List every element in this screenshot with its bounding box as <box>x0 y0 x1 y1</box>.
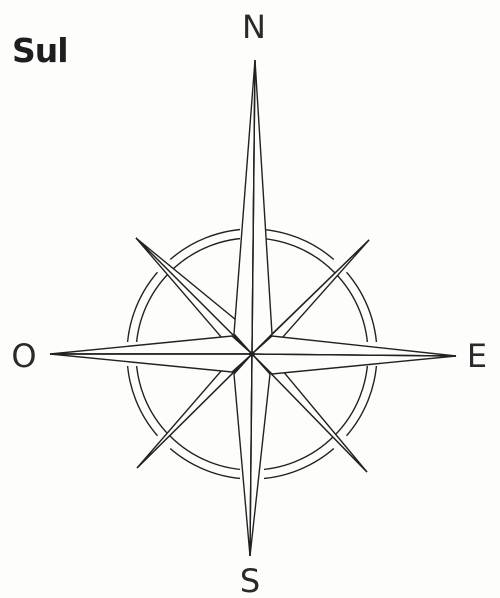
cardinal-points <box>50 60 456 556</box>
north-label: N <box>242 8 266 46</box>
south-label: S <box>240 562 260 598</box>
west-label: O <box>11 337 36 375</box>
east-label: E <box>467 337 487 375</box>
compass-center <box>250 352 254 356</box>
